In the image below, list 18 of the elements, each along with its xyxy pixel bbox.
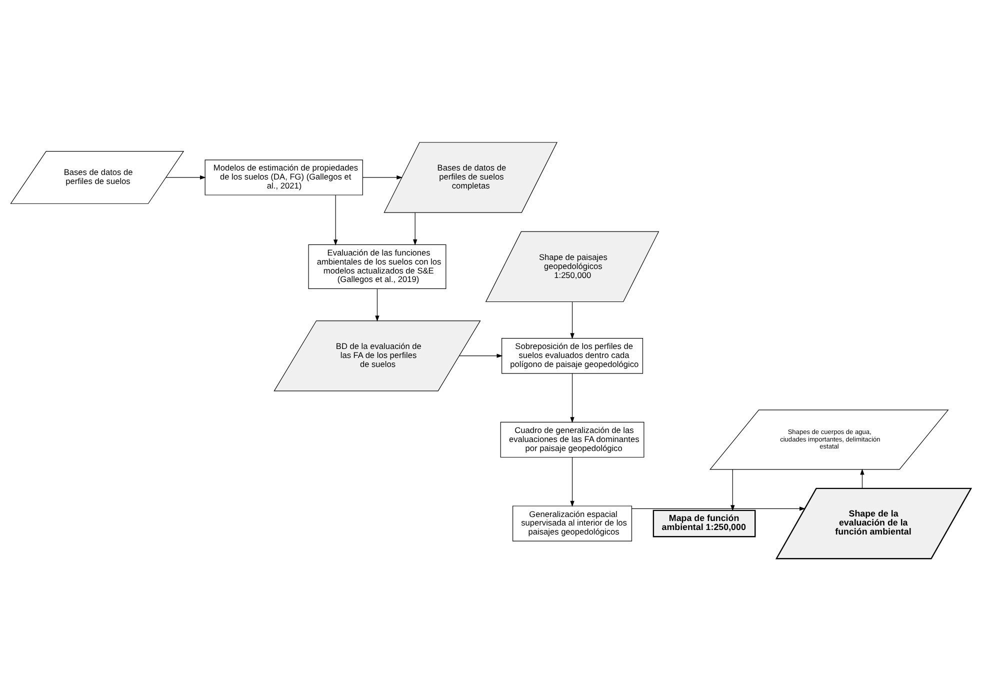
node-box: Sobreposición de los perfiles de suelos evaluados dentro cada polígono de paisaje geopedológico [502,338,644,374]
arrow [166,174,206,180]
node-box: Mapa de función ambiental 1:250,000 [652,509,756,537]
arrow [413,212,418,245]
arrow [570,301,574,339]
node-box: Cuadro de generalización de las evaluaciones de las FA dominantes por paisaje geopedológico [500,421,644,458]
arrow [334,194,338,246]
arrow [860,468,864,488]
arrow [459,353,503,358]
arrow [730,468,735,511]
arrow [362,174,403,180]
node-box: Evaluación de las funciones ambientales de los suelos con los modelos actualizados de S&E (Gallegos et al., 2019) [308,244,446,288]
node-box: Modelos de estimación de propiedades de los suelos (DA, FG) (Gallegos et al., 2021) [204,159,363,195]
arrow [632,506,806,510]
node-box: Generalización espacial supervisada al interior de los paisajes geopedológicos [512,505,632,541]
arrow [570,372,574,423]
arrow [375,288,380,322]
arrow [570,456,574,506]
